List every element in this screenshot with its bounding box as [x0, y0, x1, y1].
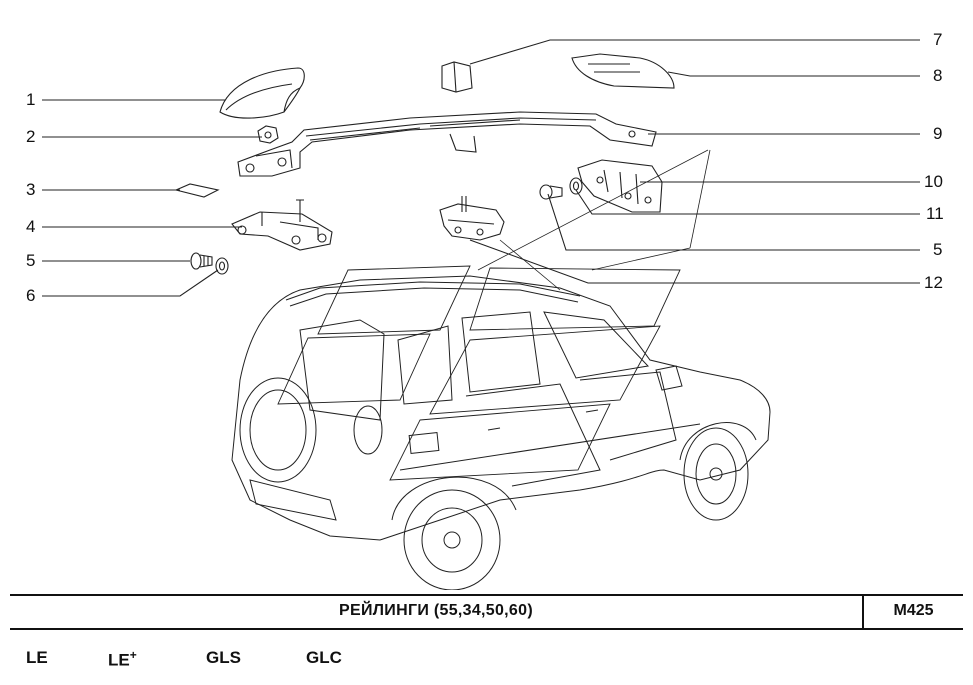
callout-8: 8 — [933, 66, 943, 85]
trim-le: LE — [26, 648, 48, 667]
part-8-end-cap — [571, 53, 675, 89]
part-10-bracket — [577, 159, 663, 213]
callout-3: 3 — [26, 180, 36, 199]
title-bar: РЕЙЛИНГИ (55,34,50,60) M425 — [10, 594, 963, 630]
parts-diagram — [42, 39, 920, 590]
callout-1: 1 — [26, 90, 36, 109]
part-7-clip — [441, 61, 473, 93]
callout-5: 5 — [26, 251, 36, 270]
callout-6: 6 — [26, 286, 36, 305]
part-2-nut — [257, 125, 279, 144]
diagram-title: РЕЙЛИНГИ (55,34,50,60) — [339, 602, 533, 619]
part-9-roof-rail — [237, 111, 657, 177]
trim-le-plus-label: LE — [108, 650, 130, 670]
part-5-screw — [190, 252, 213, 270]
trim-gls: GLS — [206, 648, 241, 667]
trim-plus-sign: + — [129, 648, 137, 662]
callout-12: 12 — [924, 273, 943, 292]
callout-5-right: 5 — [933, 240, 943, 259]
part-3-gasket — [174, 183, 220, 198]
part-12-bracket — [439, 196, 505, 241]
part-11-washer — [569, 177, 583, 195]
part-6-washer — [215, 257, 229, 275]
part-5-screw-right — [539, 184, 563, 200]
title-divider — [862, 596, 864, 628]
trim-le-plus: LE+ — [108, 648, 137, 671]
callout-7: 7 — [933, 30, 943, 49]
diagram-code: M425 — [893, 602, 934, 619]
part-1-end-cap — [219, 67, 305, 119]
guide-lines — [477, 149, 711, 291]
callout-9: 9 — [933, 124, 943, 143]
trim-glc: GLC — [306, 648, 342, 667]
rail-ghost-graphic — [277, 265, 681, 481]
callout-11: 11 — [926, 204, 944, 223]
callout-10: 10 — [924, 172, 943, 191]
callout-4: 4 — [26, 217, 36, 236]
callout-2: 2 — [26, 127, 36, 146]
leader-lines — [42, 39, 920, 297]
car-illustration — [231, 275, 771, 590]
part-4-bracket — [231, 199, 333, 251]
